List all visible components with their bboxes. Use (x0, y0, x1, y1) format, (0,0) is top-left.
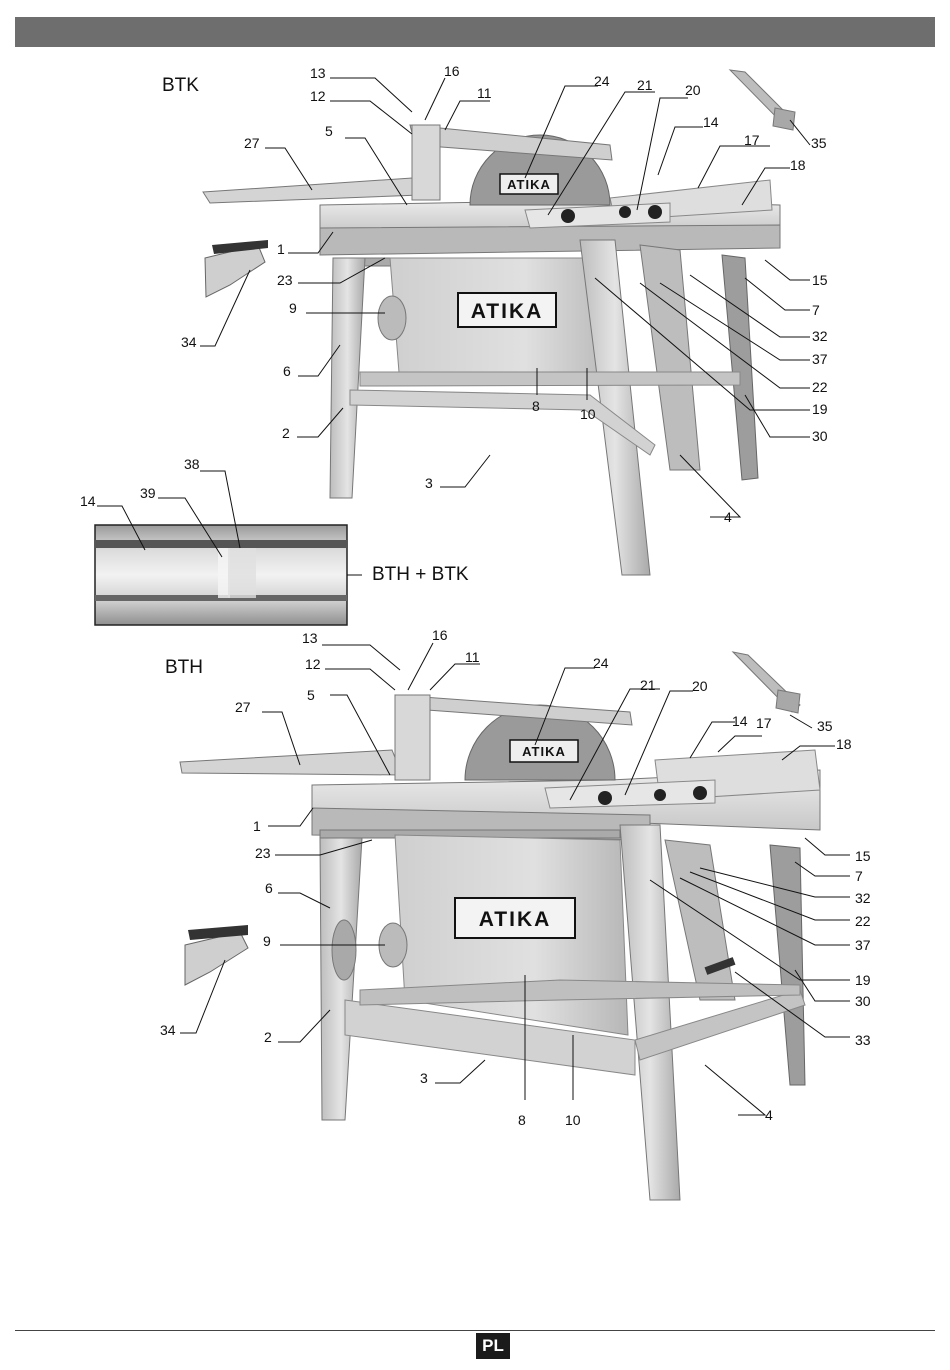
btk-callout: 5 (325, 123, 333, 139)
btk-callout: 2 (282, 425, 290, 441)
btk-callout: 34 (181, 334, 197, 350)
bth-callout: 22 (855, 913, 871, 929)
bth-callout: 19 (855, 972, 871, 988)
bth-callout: 27 (235, 699, 251, 715)
bth-callout: 34 (160, 1022, 176, 1038)
btk-callout: 30 (812, 428, 828, 444)
btk-callout: 27 (244, 135, 260, 151)
bth-callout: 16 (432, 627, 448, 643)
detail-callout: 39 (140, 485, 156, 501)
bth-label: BTH (165, 657, 203, 678)
btk-callout: 4 (724, 509, 732, 525)
btk-callout: 7 (812, 302, 820, 318)
btk-callout: 32 (812, 328, 828, 344)
btk-callout: 14 (703, 114, 719, 130)
bth-callout: 9 (263, 933, 271, 949)
btk-callout: 22 (812, 379, 828, 395)
bth-callout: 15 (855, 848, 871, 864)
bth-blade-guard-brand-text: ATIKA (522, 744, 566, 759)
bth-callout: 30 (855, 993, 871, 1009)
btk-callout: 17 (744, 132, 760, 148)
detail-callout: 14 (80, 493, 96, 509)
btk-brand-plate-text: ATIKA (471, 300, 544, 323)
bth-callout: 33 (855, 1032, 871, 1048)
btk-callout: 13 (310, 65, 326, 81)
bth-brand-plate-text: ATIKA (479, 908, 552, 931)
btk-callout: 8 (532, 398, 540, 414)
btk-callout: 6 (283, 363, 291, 379)
bth-callout: 11 (465, 649, 480, 665)
bth-callout: 12 (305, 656, 321, 672)
bth-callout: 8 (518, 1112, 526, 1128)
btk-callout: 18 (790, 157, 806, 173)
btk-callout: 1 (277, 241, 285, 257)
btk-callout: 24 (594, 73, 610, 89)
btk-callout: 12 (310, 88, 326, 104)
btk-callout: 21 (637, 77, 653, 93)
detail-inset (95, 471, 362, 625)
bth-callout: 37 (855, 937, 871, 953)
bth-callout: 35 (817, 718, 833, 734)
bth-callout: 21 (640, 677, 656, 693)
btk-callout: 23 (277, 272, 293, 288)
btk-callout: 20 (685, 82, 701, 98)
btk-callout: 9 (289, 300, 297, 316)
bth-callout: 18 (836, 736, 852, 752)
btk-callout: 11 (477, 85, 492, 101)
btk-callout: 37 (812, 351, 828, 367)
language-badge: PL (476, 1333, 510, 1359)
bth-callout: 23 (255, 845, 271, 861)
bth-callout: 14 (732, 713, 748, 729)
btk-callout: 35 (811, 135, 827, 151)
detail-callout: 38 (184, 456, 200, 472)
btk-label: BTK (162, 75, 199, 96)
bth-callout: 17 (756, 715, 772, 731)
bth-callout: 24 (593, 655, 609, 671)
btk-callout: 19 (812, 401, 828, 417)
bth-callout: 1 (253, 818, 261, 834)
bth-callout: 3 (420, 1070, 428, 1086)
btk-callout: 10 (580, 406, 596, 422)
btk-callout: 16 (444, 63, 460, 79)
bth-callout: 20 (692, 678, 708, 694)
btk-callout: 3 (425, 475, 433, 491)
bth-callout: 4 (765, 1107, 773, 1123)
bth-callout: 2 (264, 1029, 272, 1045)
footer-rule (15, 1330, 935, 1331)
btk-blade-guard-brand-text: ATIKA (507, 177, 551, 192)
bth-callout: 7 (855, 868, 863, 884)
bth-callout: 5 (307, 687, 315, 703)
detail-label: BTH + BTK (372, 564, 469, 585)
bth-callout: 13 (302, 630, 318, 646)
bth-callout: 32 (855, 890, 871, 906)
btk-callout: 15 (812, 272, 828, 288)
bth-callout: 10 (565, 1112, 581, 1128)
bth-callout: 6 (265, 880, 273, 896)
